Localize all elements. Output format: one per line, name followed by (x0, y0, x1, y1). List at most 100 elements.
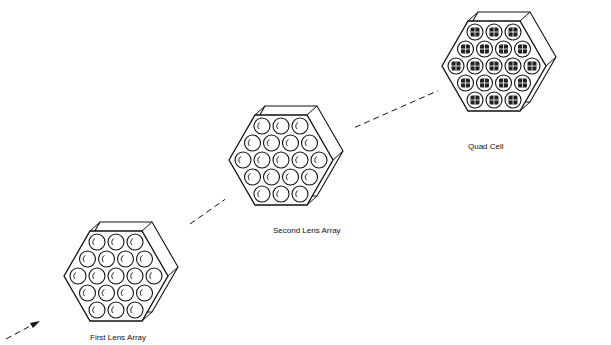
lens-highlight (121, 290, 123, 297)
detector-cell (515, 41, 531, 57)
lens-highlight (93, 239, 95, 246)
lens-highlight (140, 290, 142, 297)
array-front-face (64, 231, 168, 321)
quad-detector (480, 79, 489, 88)
array-edge (468, 12, 478, 21)
quad-split (471, 66, 480, 67)
quad-split (480, 49, 489, 50)
quad-detector (509, 28, 518, 37)
lens-element (273, 186, 289, 202)
lens-highlight (286, 140, 288, 147)
array-edge (142, 222, 152, 231)
lens-element (127, 234, 143, 250)
quad-split (509, 66, 518, 67)
lens-highlight (140, 256, 142, 263)
array-edge (546, 57, 556, 66)
lens-highlight (83, 290, 85, 297)
quad-cell: Quad Cell (438, 2, 568, 154)
lens-element (118, 251, 134, 267)
quad-split (461, 83, 470, 84)
detector-cell (467, 24, 483, 40)
lens-element (264, 135, 280, 151)
detector-cell (505, 24, 521, 40)
array-label: Quad Cell (468, 142, 504, 152)
quad-split (528, 66, 537, 67)
quad-split (509, 100, 518, 101)
quad-detector (471, 96, 480, 105)
lens-highlight (131, 273, 133, 280)
lens-highlight (305, 140, 307, 147)
detector-cell (496, 41, 512, 57)
quad-split (471, 32, 480, 33)
lens-highlight (286, 174, 288, 181)
lens-highlight (258, 123, 260, 130)
lens-element (99, 251, 115, 267)
quad-detector (499, 45, 508, 54)
lens-element (99, 285, 115, 301)
lens-highlight (248, 140, 250, 147)
quad-detector (518, 79, 527, 88)
lens-element (292, 186, 308, 202)
lens-highlight (296, 123, 298, 130)
quad-split (480, 83, 489, 84)
lens-highlight (239, 157, 241, 164)
quad-split (490, 66, 499, 67)
array-edge (255, 106, 265, 115)
quad-detector (490, 28, 499, 37)
lens-highlight (112, 307, 114, 314)
lens-highlight (121, 256, 123, 263)
detector-cell (467, 58, 483, 74)
lens-element (254, 152, 270, 168)
lens-highlight (296, 191, 298, 198)
lens-highlight (267, 140, 269, 147)
lens-element (80, 251, 96, 267)
lens-element (108, 268, 124, 284)
lens-element (89, 234, 105, 250)
lens-element (273, 152, 289, 168)
quad-split (518, 49, 527, 50)
quad-detector (509, 96, 518, 105)
detector-cell (458, 41, 474, 57)
array-label: First Lens Array (90, 333, 146, 343)
lens-highlight (131, 239, 133, 246)
lens-element (127, 302, 143, 318)
lens-highlight (267, 174, 269, 181)
detector-cell (486, 92, 502, 108)
array-edge (168, 267, 178, 276)
lens-element (137, 285, 153, 301)
quad-detector (518, 45, 527, 54)
quad-split (499, 49, 508, 50)
lens-element (89, 268, 105, 284)
lens-array: First Lens Array (60, 212, 190, 345)
lens-element (89, 302, 105, 318)
lens-element (302, 169, 318, 185)
lens-element (254, 186, 270, 202)
quad-split (461, 49, 470, 50)
lens-element (235, 152, 251, 168)
lens-array (60, 212, 190, 330)
array-edge (520, 12, 530, 21)
beam-arrowhead (30, 321, 40, 328)
lens-highlight (258, 157, 260, 164)
detector-cell (458, 75, 474, 91)
lens-element (273, 118, 289, 134)
lens-element (292, 118, 308, 134)
lens-highlight (131, 307, 133, 314)
beam-line (6, 324, 34, 339)
lens-array (225, 96, 355, 214)
lens-element (302, 135, 318, 151)
lens-element (70, 268, 86, 284)
detector-cell (505, 92, 521, 108)
array-front-face (229, 115, 333, 205)
quad-detector (471, 28, 480, 37)
lens-element (127, 268, 143, 284)
lens-highlight (315, 157, 317, 164)
detector-cell (467, 92, 483, 108)
lens-highlight (93, 273, 95, 280)
quad-detector (452, 62, 461, 71)
quad-detector (490, 96, 499, 105)
quad-split (499, 83, 508, 84)
detector-cell (486, 58, 502, 74)
